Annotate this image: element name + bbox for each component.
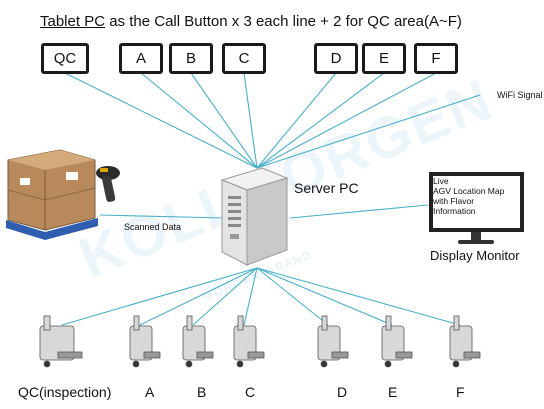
monitor-line-3: with Flavor xyxy=(433,196,475,206)
agv-label-e: E xyxy=(388,384,398,400)
server-tower-image xyxy=(220,167,289,266)
agv-qc xyxy=(39,315,83,368)
monitor-line-1: Live xyxy=(433,176,449,186)
agv-label-b: B xyxy=(197,384,207,400)
agv-f xyxy=(449,315,481,368)
tablet-e: E xyxy=(362,43,406,74)
scanned-data-label: Scanned Data xyxy=(124,222,182,232)
line-tablet-c xyxy=(243,72,258,169)
monitor-screen-text: Live AGV Location Map with Flavor Inform… xyxy=(433,176,504,216)
agv-label-d: D xyxy=(337,384,348,400)
server-pc-label: Server PC xyxy=(294,180,359,196)
tablet-d: D xyxy=(314,43,358,74)
monitor-line-2: AGV Location Map xyxy=(433,186,505,196)
agv-label-c: C xyxy=(245,384,256,400)
diagram-title: Tablet PC as the Call Button x 3 each li… xyxy=(40,13,462,30)
display-monitor-label: Display Monitor xyxy=(430,248,520,263)
line-agv-f xyxy=(256,267,461,326)
line-tablet-qc xyxy=(64,72,258,169)
agv-label-f: F xyxy=(456,384,465,400)
line-tablet-a xyxy=(140,72,258,169)
line-agv-c xyxy=(243,267,258,326)
line-tablet-b xyxy=(190,72,258,169)
monitor-stand xyxy=(458,232,494,244)
title-underlined: Tablet PC xyxy=(40,13,106,30)
line-agv-d xyxy=(256,267,329,326)
agv-c xyxy=(233,315,265,368)
line-wifi xyxy=(256,94,481,169)
pallet-boxes-image xyxy=(6,149,98,240)
line-agv-b xyxy=(192,267,258,326)
tablet-b: B xyxy=(169,43,213,74)
monitor-line-4: Information xyxy=(433,206,476,216)
agv-e xyxy=(381,315,413,368)
tablet-a: A xyxy=(119,43,163,74)
line-agv-e xyxy=(256,267,393,326)
agv-a xyxy=(129,315,161,368)
line-tablet-f xyxy=(256,72,437,169)
line-monitor xyxy=(289,204,429,219)
agv-label-a: A xyxy=(145,384,155,400)
line-agv-qc xyxy=(61,267,258,326)
title-rest: as the Call Button x 3 each line + 2 for… xyxy=(105,13,462,30)
display-monitor-screen xyxy=(429,172,524,232)
tablet-c: C xyxy=(222,43,266,74)
barcode-scanner-image xyxy=(96,166,120,202)
line-tablet-d xyxy=(256,72,337,169)
line-tablet-e xyxy=(256,72,385,169)
tablet-f: F xyxy=(414,43,458,74)
line-scanner xyxy=(99,214,226,219)
agv-d xyxy=(317,315,349,368)
tablet-qc: QC xyxy=(41,43,89,74)
wifi-signal-label: WiFi Signal xyxy=(497,90,543,100)
line-agv-a xyxy=(139,267,258,326)
agv-vehicles xyxy=(39,315,481,368)
agv-label-qc: QC(inspection) xyxy=(18,384,112,400)
agv-b xyxy=(182,315,214,368)
